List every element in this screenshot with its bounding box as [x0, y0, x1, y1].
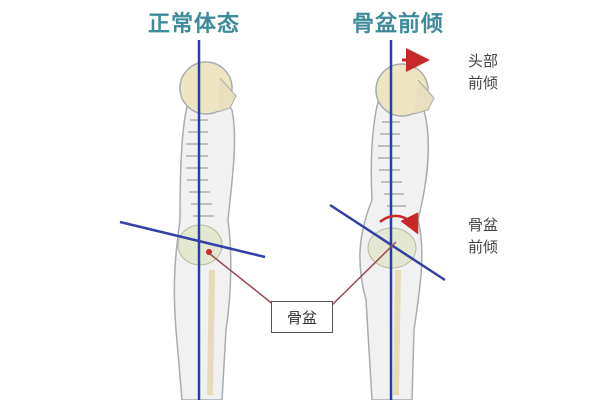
head-note-line2: 前倾 [468, 74, 499, 92]
pelvis-tilt-note: 骨盆 前倾 [468, 214, 504, 258]
head-forward-note: 头部 前倾 [468, 50, 504, 94]
tilt-body-figure [329, 40, 446, 400]
pelvis-note-line1: 骨盆 [468, 216, 499, 234]
pelvis-note-line2: 前倾 [468, 238, 499, 256]
pointer-right [331, 241, 397, 306]
pelvis-label: 骨盆 [286, 308, 317, 327]
head-note-line1: 头部 [468, 52, 499, 70]
pelvis-label-box: 骨盆 [271, 301, 333, 333]
title-normal-posture: 正常体态 [148, 12, 241, 37]
normal-body-figure [119, 40, 266, 400]
pointer-left [209, 253, 275, 306]
title-anterior-pelvic-tilt: 骨盆前倾 [352, 12, 445, 37]
